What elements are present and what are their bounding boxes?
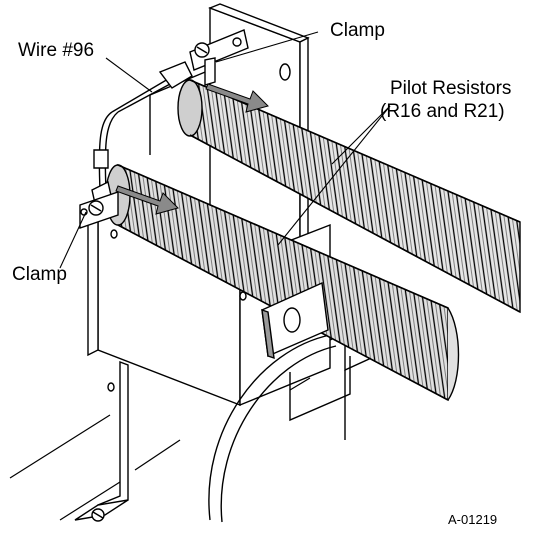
resistors-label-line2: (R16 and R21) — [380, 101, 505, 123]
top-clamp-label: Clamp — [330, 20, 385, 42]
figure-id: A-01219 — [448, 512, 497, 527]
wire-96-label: Wire #96 — [18, 40, 94, 62]
floor-lines — [10, 378, 310, 520]
resistors-label-line1: Pilot Resistors — [390, 78, 511, 100]
left-clamp-label: Clamp — [12, 264, 67, 286]
